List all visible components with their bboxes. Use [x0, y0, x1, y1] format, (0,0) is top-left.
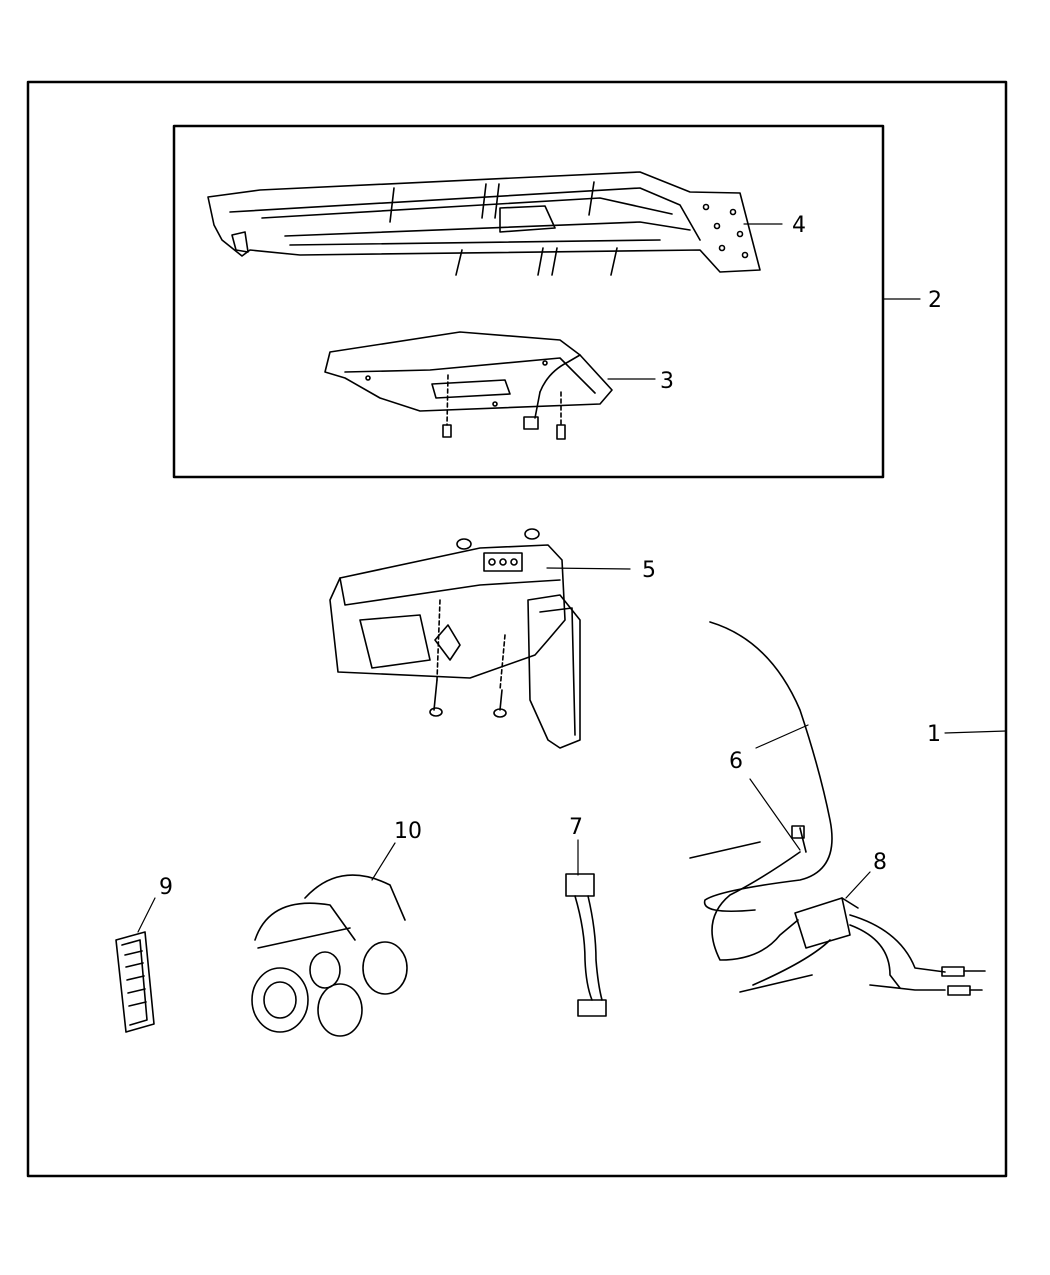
cable-transmitter-part — [689, 621, 986, 996]
callout-8: 8 — [873, 850, 887, 875]
screen-module-part — [329, 528, 581, 749]
jumper-part — [565, 873, 607, 1017]
callout-6: 6 — [729, 749, 743, 774]
remote-part — [115, 931, 155, 1033]
callout-1: 1 — [927, 722, 941, 747]
bracket-part — [207, 171, 761, 276]
callout-10: 10 — [394, 819, 422, 844]
outer-frame — [26, 80, 1008, 1178]
callout-4: 4 — [792, 213, 806, 238]
kit-frame — [172, 124, 885, 479]
headphones-part — [251, 874, 408, 1037]
mounting-plate-part — [324, 331, 613, 440]
callout-9: 9 — [159, 875, 173, 900]
callout-2: 2 — [928, 288, 942, 313]
callout-3: 3 — [660, 369, 674, 394]
callout-5: 5 — [642, 558, 656, 583]
leader-lines — [137, 223, 1007, 933]
callout-7: 7 — [569, 815, 583, 840]
